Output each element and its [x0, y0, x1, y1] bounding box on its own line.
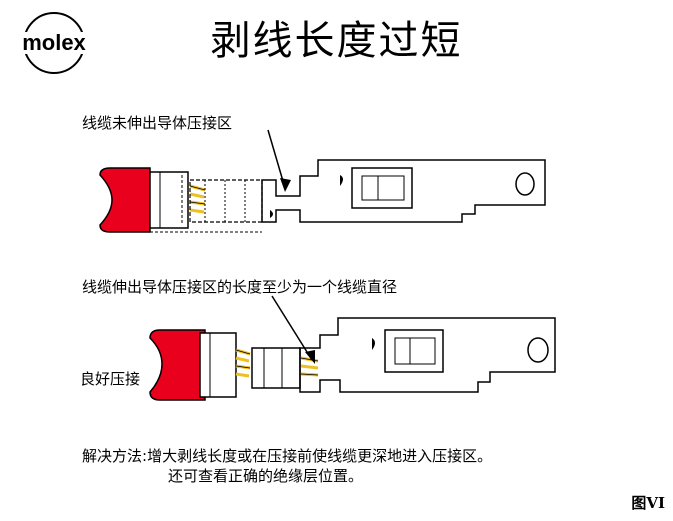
solution-line-2: 还可查看正确的绝缘层位置。 [168, 467, 364, 485]
top-conductor-strands [189, 184, 206, 214]
logo-text: molex [22, 30, 86, 55]
solution-prefix: 解决方法: [82, 447, 148, 465]
top-callout-label: 线缆未伸出导体压接区 [82, 114, 233, 132]
solution-note: 解决方法:增大剥线长度或在压接前使线缆更深地进入压接区。 [82, 446, 492, 466]
page-title: 剥线长度过短 [210, 18, 463, 64]
molex-logo: molex [6, 12, 102, 74]
top-terminal-assembly [99, 159, 546, 233]
top-terminal-body [261, 159, 546, 223]
bottom-insulation-crimp [199, 332, 237, 398]
bottom-callout-label: 线缆伸出导体压接区的长度至少为一个线缆直径 [82, 278, 398, 296]
bottom-terminal-body [299, 317, 556, 393]
top-box-window [351, 167, 413, 209]
bottom-box-window [384, 329, 444, 373]
bottom-conductor-protrusion [300, 356, 319, 377]
solution-line-1: 增大剥线长度或在压接前使线缆更深地进入压接区。 [147, 447, 493, 465]
bottom-conductor-strands [235, 348, 251, 378]
bottom-insulation [149, 329, 206, 401]
bottom-terminal-assembly [149, 317, 556, 401]
top-callout-arrow [267, 129, 291, 192]
top-insulation [99, 167, 151, 233]
bottom-locking-hole [527, 337, 549, 363]
bottom-conductor-crimp [251, 347, 301, 389]
bottom-callout-arrow [271, 295, 315, 364]
top-locking-hole [515, 172, 535, 196]
good-crimp-label: 良好压接 [80, 370, 141, 388]
figure-label: 图VI [631, 494, 665, 512]
top-conductor-crimp [189, 179, 263, 223]
logo-ring-gap [6, 32, 102, 54]
